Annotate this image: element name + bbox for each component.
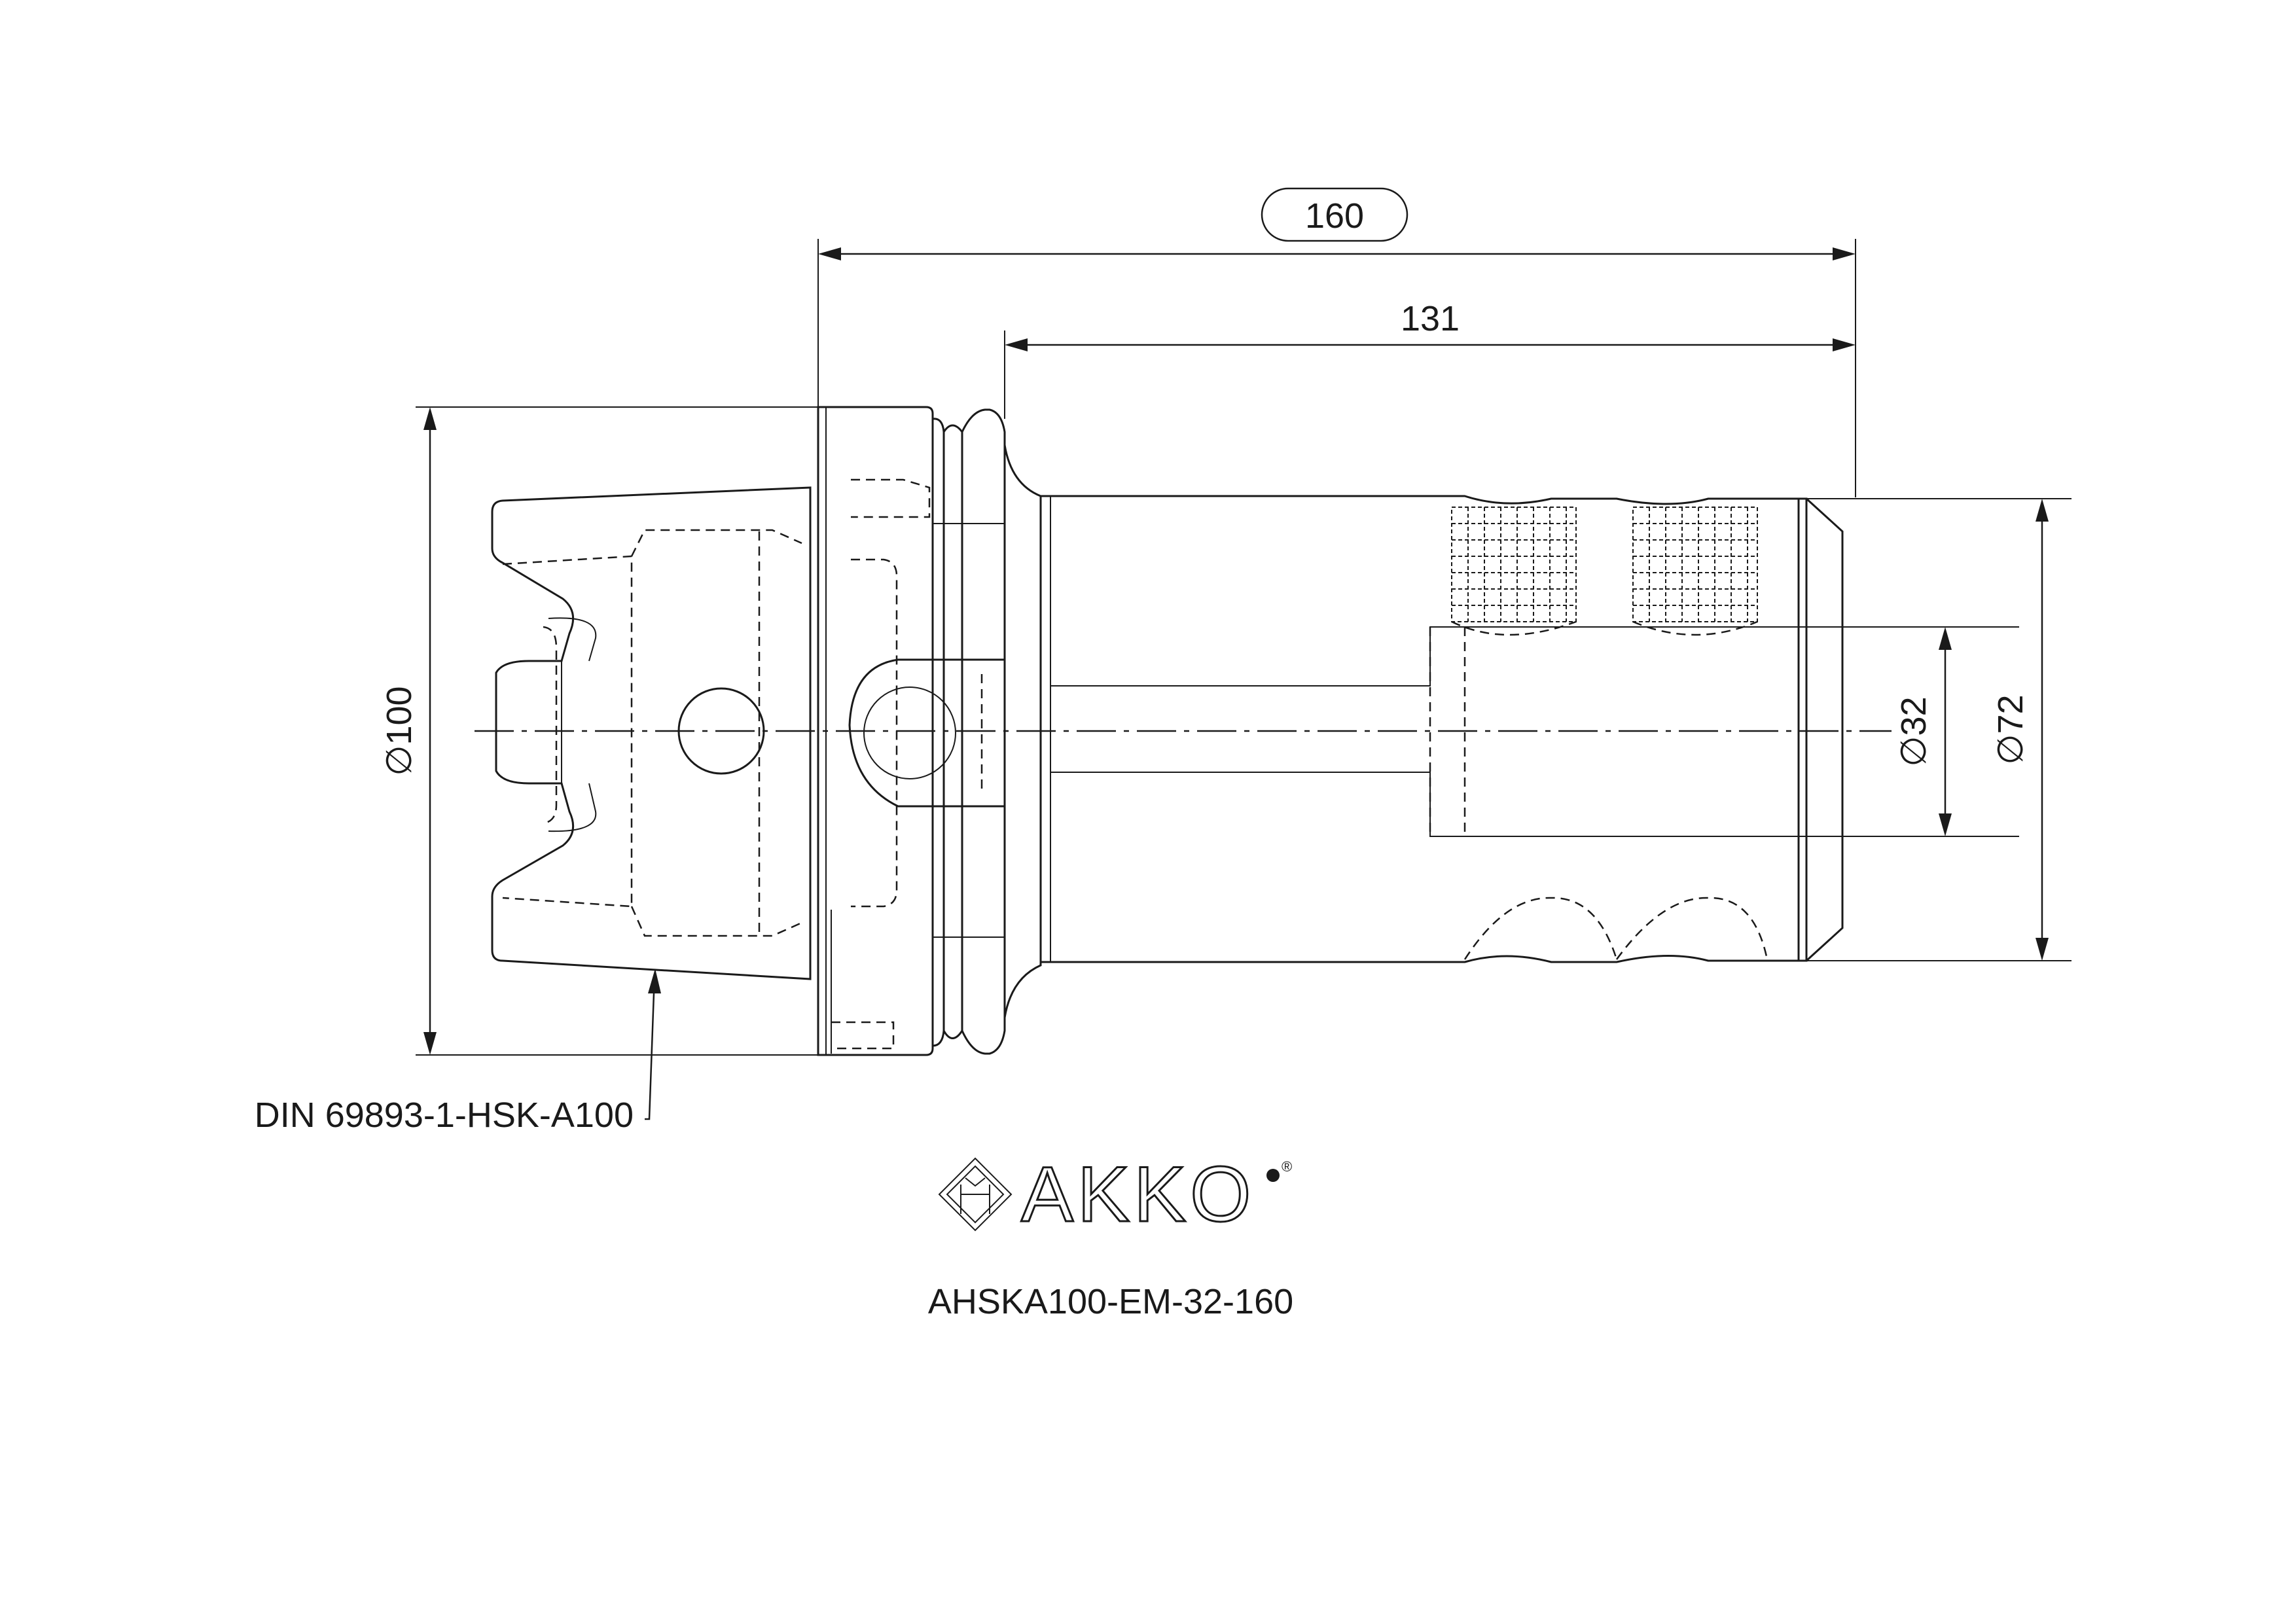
dimension-bore-diameter-value: ∅32 [1894, 696, 1933, 766]
dimension-flange-diameter [416, 406, 818, 1056]
flange [817, 406, 1042, 1056]
dimension-shank-length-value: 131 [1401, 299, 1460, 338]
knurled-flat-left [1451, 507, 1577, 636]
knurled-flat-right [1632, 507, 1758, 636]
taper-standard-leader [645, 969, 661, 1120]
registered-mark-icon [1266, 1169, 1280, 1182]
registered-mark: ® [1282, 1158, 1292, 1175]
dimension-bore-diameter [1842, 626, 2019, 837]
clamping-screw [848, 658, 1005, 808]
body [1039, 495, 1844, 963]
taper-standard-label: DIN 69893-1-HSK-A100 [255, 1096, 634, 1135]
akko-logo-text: AKKO [1021, 1150, 1255, 1238]
akko-emblem-icon [938, 1157, 1013, 1232]
part-number: AHSKA100-EM-32-160 [928, 1282, 1293, 1321]
dimension-body-diameter-value: ∅72 [1991, 694, 2030, 764]
dimension-flange-diameter-value: ∅100 [380, 686, 419, 776]
akko-logo: AKKO [938, 1150, 1280, 1240]
dimension-overall-length-value: 160 [1305, 196, 1364, 236]
dimension-body-diameter [1806, 498, 2072, 961]
hsk-taper [491, 486, 812, 980]
dimension-overall-length [817, 187, 1856, 497]
dimension-shank-length [1004, 330, 1856, 419]
